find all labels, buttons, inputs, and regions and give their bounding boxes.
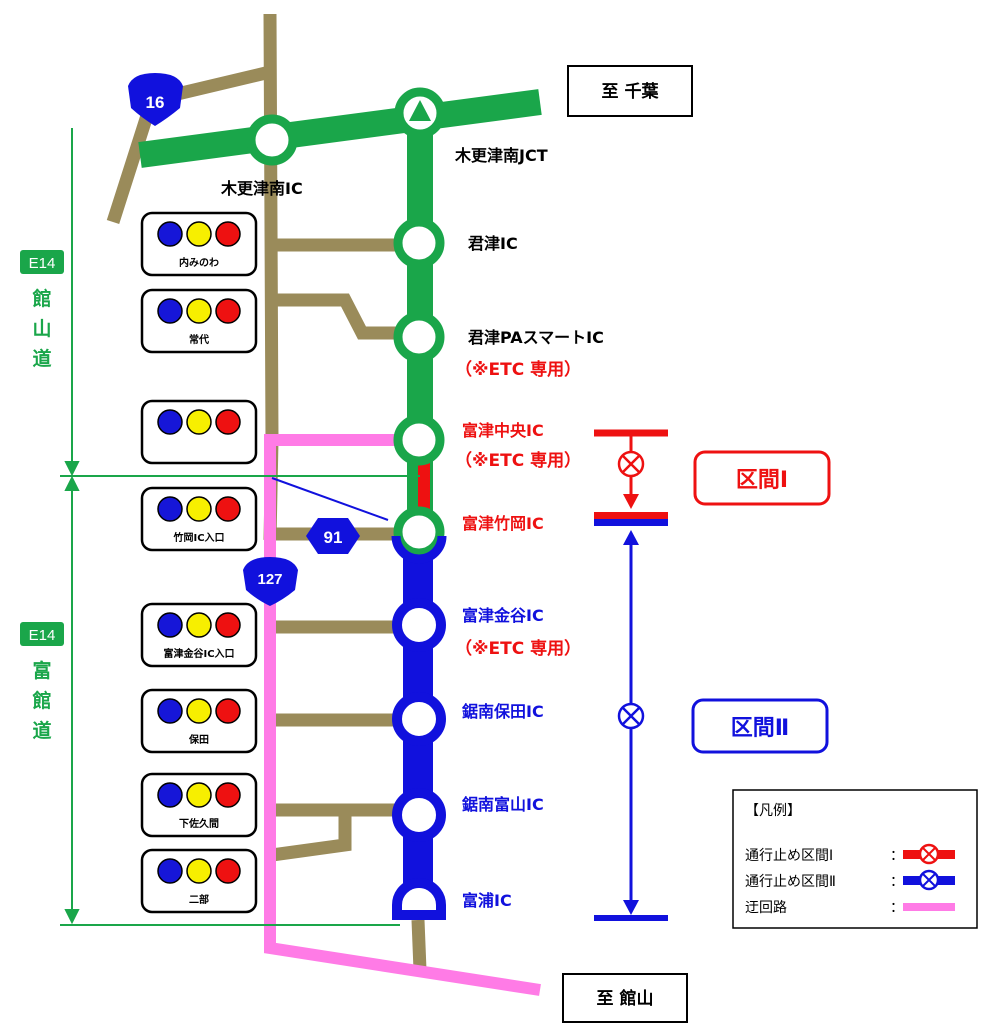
expressway-name-char: 道: [32, 719, 51, 742]
expressway-label-tateyama: E14 館 山 道: [20, 250, 64, 370]
signal-hota: 保田: [140, 688, 258, 754]
expressway-name-char: 館: [32, 287, 51, 310]
signal-takeoka-ic-iriguchi: 竹岡IC入口: [140, 486, 258, 552]
legend-detour-swatch: [903, 903, 955, 911]
ic-label-kimitsu-ic: 君津IC: [468, 234, 518, 253]
ic-label-tomiura-ic: 富浦IC: [462, 891, 512, 910]
expressway-east-west: [138, 89, 542, 168]
legend-item-label: 通行止め区間Ⅱ: [745, 874, 836, 890]
node-futtsu-kanaya-ic[interactable]: [392, 598, 446, 652]
node-futtsu-takeoka-ic[interactable]: [393, 506, 445, 558]
expressway-code: E14: [29, 255, 56, 272]
legend-title: 【凡例】: [745, 803, 801, 819]
signal-label: 下佐久間: [179, 817, 219, 830]
ic-label-kyonan-hota-ic: 鋸南保田IC: [462, 702, 544, 721]
route-shield-16: 16: [128, 73, 183, 126]
spur-tomiura: [411, 919, 427, 971]
expressway-name-char: 山: [32, 318, 51, 340]
expressway-code: E14: [29, 627, 56, 644]
ic-label-futtsu-kanaya-ic: 富津金谷IC: [462, 606, 544, 625]
legend-item-sep: ：: [890, 874, 904, 890]
signal-nibu: 二部: [140, 848, 258, 914]
expressway-name-char: 道: [32, 347, 51, 370]
signal-pointer-line: [271, 477, 389, 521]
ic-label-futtsu-takeoka-ic: 富津竹岡IC: [462, 514, 544, 533]
section-2-box: 区間Ⅱ: [691, 698, 829, 754]
detour-route: [264, 434, 541, 996]
legend-item-sep: ：: [890, 848, 904, 864]
route-91-label: 91: [324, 528, 343, 547]
etc-only-note: （※ETC 専用）: [455, 359, 581, 380]
takeoka-blue-half: [391, 535, 447, 564]
ic-label-kisarazu-minami-ic: 木更津南IC: [220, 179, 303, 198]
expressway-label-futtsu: E14 富 館 道: [20, 622, 64, 742]
section-1-box: 区間Ⅰ: [693, 450, 831, 506]
expressway-name-char: 富: [32, 659, 51, 682]
etc-only-note: （※ETC 専用）: [455, 638, 581, 659]
signal-tokiwa: 常代: [140, 288, 258, 354]
destination-tateyama: 至 館山: [562, 973, 688, 1023]
road-boundaries: [60, 128, 420, 926]
node-kyonan-tomiyama-ic[interactable]: [392, 788, 446, 842]
legend-item-sep: ：: [890, 900, 904, 916]
destination-chiba: 至 千葉: [567, 65, 693, 117]
node-futtsu-chuo-ic[interactable]: [393, 414, 445, 466]
etc-only-note: （※ETC 専用）: [455, 450, 581, 471]
node-kisarazu-minami-ic[interactable]: [246, 114, 298, 166]
signal-kanaya-ic-iriguchi: 富津金谷IC入口: [140, 602, 258, 668]
destination-label: 至 千葉: [602, 81, 660, 102]
route-127-label: 127: [257, 571, 282, 588]
node-tomiura-ic[interactable]: [392, 878, 446, 920]
legend-item-label: 通行止め区間Ⅰ: [745, 848, 833, 864]
section-1-label: 区間Ⅰ: [736, 468, 788, 493]
route-shield-91: 91: [306, 518, 360, 554]
route-16-label: 16: [146, 93, 165, 112]
legend-item-label: 迂回路: [745, 900, 787, 916]
destination-label: 至 館山: [597, 988, 654, 1009]
route-shield-127: 127: [243, 557, 298, 606]
signal-label: 二部: [189, 893, 209, 906]
node-kimitsu-ic[interactable]: [393, 217, 445, 269]
signal-shimosakuma: 下佐久間: [140, 772, 258, 838]
jct-triangle-icon: [409, 100, 431, 121]
ic-label-kisarazu-minami-jct: 木更津南JCT: [454, 146, 548, 165]
ic-label-kyonan-tomiyama-ic: 鋸南富山IC: [462, 795, 544, 814]
signal-label: 富津金谷IC入口: [163, 647, 234, 660]
signal-label: 常代: [189, 333, 209, 346]
legend: 【凡例】 通行止め区間Ⅰ ： 通行止め区間Ⅱ ： 迂回路 ：: [732, 789, 978, 929]
section-2-label: 区間Ⅱ: [731, 716, 790, 741]
section-1-indicator: [594, 429, 668, 526]
node-kyonan-hota-ic[interactable]: [392, 692, 446, 746]
spur-tomiyama-2: [271, 810, 352, 862]
section-2-indicator: [594, 530, 668, 921]
ic-label-futtsu-chuo-ic: 富津中央IC: [462, 421, 544, 440]
signal-unnamed: [140, 399, 258, 465]
signal-uchiminowa: 内みのわ: [140, 211, 258, 277]
ic-label-kimitsu-pa-ic: 君津PAスマートIC: [468, 328, 604, 347]
signal-label: 内みのわ: [179, 256, 219, 269]
ic-nodes: [246, 87, 447, 920]
expressway-name-char: 館: [32, 689, 51, 712]
spur-kimitsu-pa: [272, 293, 410, 340]
signal-label: 保田: [188, 733, 209, 746]
node-kimitsu-pa-ic[interactable]: [393, 311, 445, 363]
signal-label: 竹岡IC入口: [172, 531, 224, 544]
